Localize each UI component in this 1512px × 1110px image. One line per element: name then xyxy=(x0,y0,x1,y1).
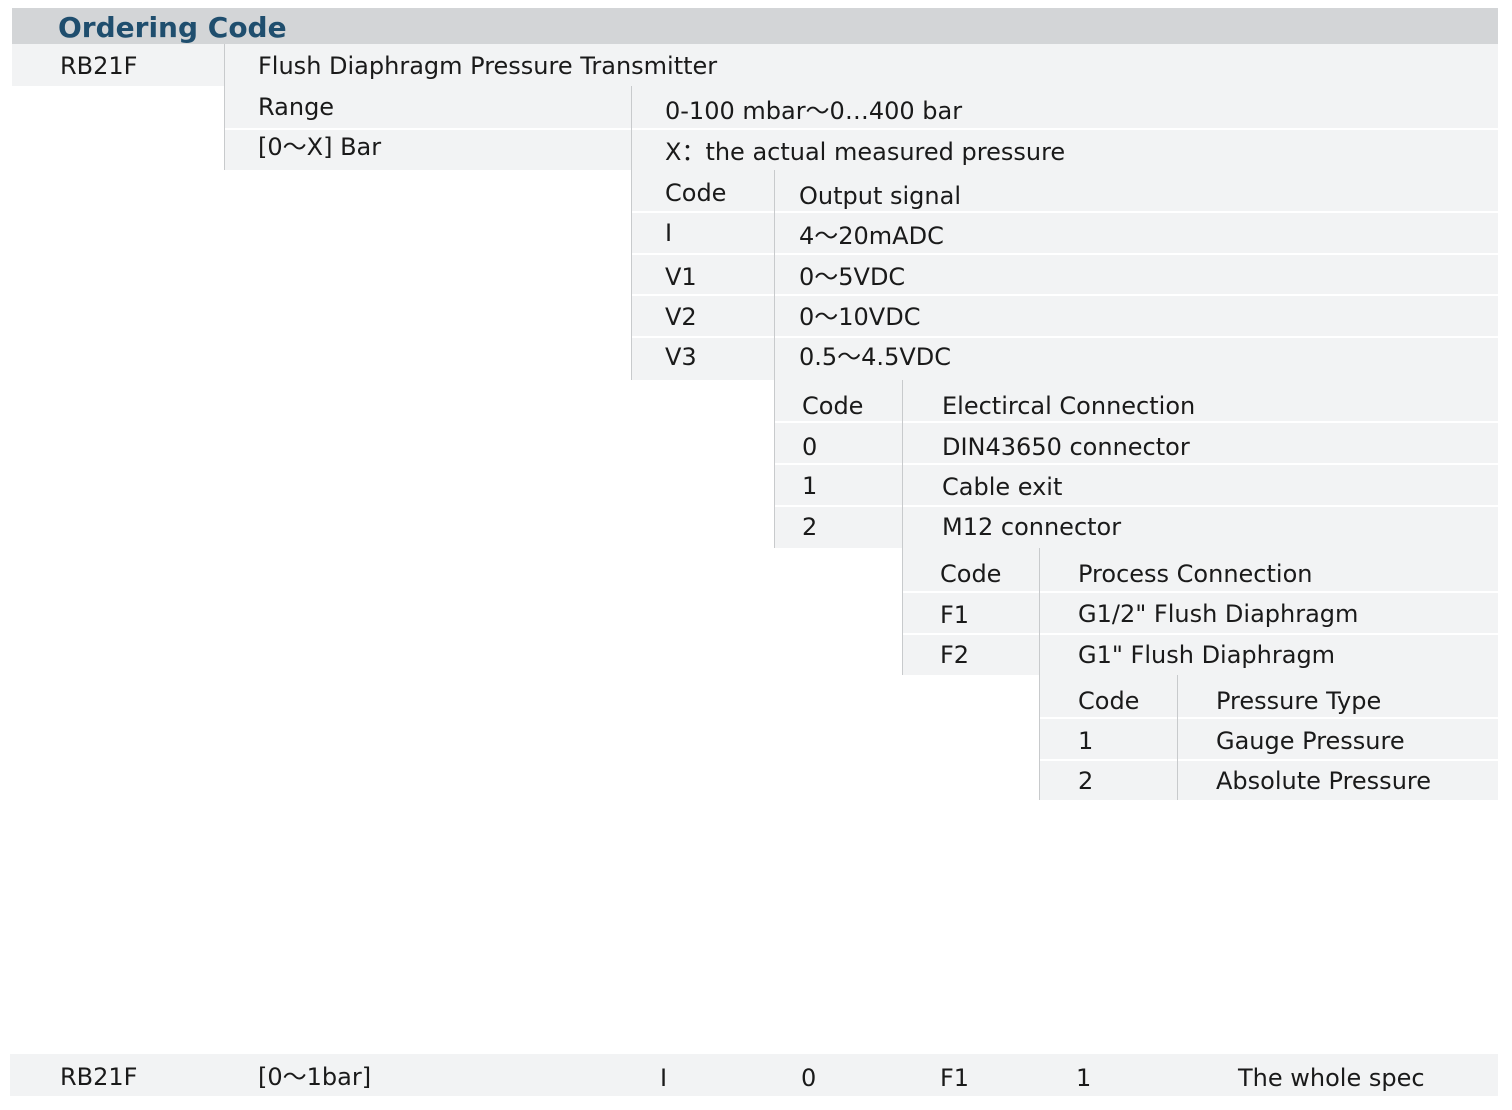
model-desc-bg xyxy=(224,44,1498,170)
example-process: F1 xyxy=(940,1064,970,1092)
range-value: 0-100 mbar～0…400 bar xyxy=(665,97,963,125)
divider xyxy=(1177,675,1178,800)
output-title: Output signal xyxy=(799,182,961,210)
example-electrical: 0 xyxy=(801,1064,817,1092)
page-title: Ordering Code xyxy=(58,11,287,44)
divider xyxy=(632,294,1498,296)
range-label: Range xyxy=(258,93,335,121)
model-code: RB21F xyxy=(60,52,138,80)
process-value: G1" Flush Diaphragm xyxy=(1078,641,1336,669)
pressure-code: 2 xyxy=(1078,767,1094,795)
process-code: F2 xyxy=(940,641,970,669)
pressure-value: Absolute Pressure xyxy=(1216,767,1432,795)
divider xyxy=(631,86,632,380)
divider xyxy=(902,591,1498,593)
model-description: Flush Diaphragm Pressure Transmitter xyxy=(258,52,718,80)
divider xyxy=(632,211,1498,213)
pressure-code: 1 xyxy=(1078,727,1094,755)
electrical-title: Electircal Connection xyxy=(942,392,1196,420)
pressure-type-bg xyxy=(1040,675,1498,800)
process-bg xyxy=(902,548,1498,675)
divider xyxy=(632,253,1498,255)
output-code: V1 xyxy=(665,263,697,291)
model-code-bg xyxy=(12,44,224,86)
process-code: F1 xyxy=(940,601,970,629)
divider xyxy=(774,463,1498,465)
output-signal-bg xyxy=(632,170,1498,380)
electrical-code: 0 xyxy=(802,433,818,461)
range-label-2: [0～X] Bar xyxy=(258,133,382,161)
pressure-value: Gauge Pressure xyxy=(1216,727,1405,755)
output-code: V2 xyxy=(665,303,697,331)
electrical-code: 1 xyxy=(802,472,818,500)
divider xyxy=(224,128,632,130)
electrical-value: DIN43650 connector xyxy=(942,433,1190,461)
output-code: V3 xyxy=(665,343,697,371)
divider xyxy=(774,170,775,548)
electrical-code: 2 xyxy=(802,513,818,541)
output-value: 0～10VDC xyxy=(799,303,921,331)
output-value: 4～20mADC xyxy=(799,222,944,250)
divider xyxy=(1040,759,1498,761)
divider xyxy=(902,380,903,675)
range-note: X：the actual measured pressure xyxy=(665,138,1066,166)
divider xyxy=(1039,548,1040,800)
example-row-bg xyxy=(10,1054,1498,1096)
example-pressure: 1 xyxy=(1076,1064,1092,1092)
header-bar xyxy=(12,8,1498,44)
electrical-code-header: Code xyxy=(802,392,864,420)
electrical-value: M12 connector xyxy=(942,513,1122,541)
divider xyxy=(632,336,1498,338)
process-title: Process Connection xyxy=(1078,560,1313,588)
pressure-title: Pressure Type xyxy=(1216,687,1382,715)
pressure-code-header: Code xyxy=(1078,687,1140,715)
divider xyxy=(774,505,1498,507)
example-output: I xyxy=(660,1064,668,1092)
output-code: I xyxy=(665,219,673,247)
divider xyxy=(1040,717,1498,719)
output-code-header: Code xyxy=(665,179,727,207)
divider xyxy=(902,633,1498,635)
example-range: [0～1bar] xyxy=(258,1063,372,1091)
electrical-value: Cable exit xyxy=(942,473,1063,501)
divider xyxy=(632,128,1498,130)
divider xyxy=(774,421,1498,423)
process-code-header: Code xyxy=(940,560,1002,588)
example-note: The whole spec xyxy=(1238,1064,1425,1092)
output-value: 0～5VDC xyxy=(799,263,906,291)
example-model: RB21F xyxy=(60,1063,138,1091)
divider xyxy=(224,44,225,170)
output-value: 0.5～4.5VDC xyxy=(799,343,951,371)
process-value: G1/2" Flush Diaphragm xyxy=(1078,600,1359,628)
